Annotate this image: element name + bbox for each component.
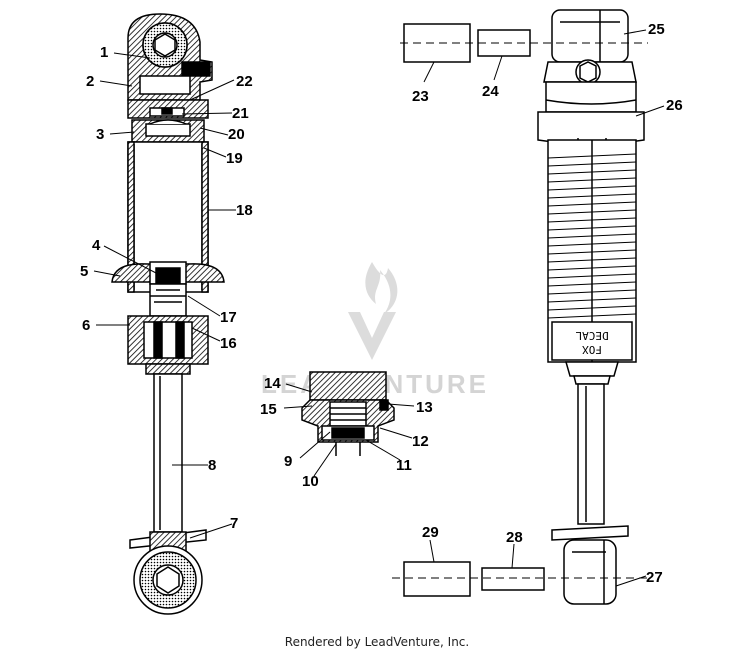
callout-24: 24 bbox=[482, 83, 499, 100]
callout-7: 7 bbox=[230, 515, 238, 532]
callout-18: 18 bbox=[236, 202, 253, 219]
loose-parts bbox=[403, 23, 545, 597]
callout-28: 28 bbox=[506, 529, 523, 546]
spacer-part-28 bbox=[481, 567, 545, 591]
callout-27: 27 bbox=[646, 569, 663, 586]
callout-10: 10 bbox=[302, 473, 319, 490]
render-credit: Rendered by LeadVenture, Inc. bbox=[285, 635, 469, 649]
callout-9: 9 bbox=[284, 453, 292, 470]
callout-1: 1 bbox=[100, 44, 108, 61]
callout-19: 19 bbox=[226, 150, 243, 167]
bushing-part-29 bbox=[403, 561, 471, 597]
fox-decal: FOX DECAL bbox=[575, 329, 608, 356]
seal-head-detail bbox=[301, 371, 395, 456]
decal-text-line1: FOX bbox=[582, 343, 602, 356]
callout-labels: 1 2 3 4 5 6 7 8 9 10 11 12 13 14 15 16 1… bbox=[80, 21, 683, 586]
decal-text-line2: DECAL bbox=[575, 329, 608, 342]
callout-12: 12 bbox=[412, 433, 429, 450]
callout-26: 26 bbox=[666, 97, 683, 114]
sectioned-shock bbox=[111, 13, 225, 615]
callout-6: 6 bbox=[82, 317, 90, 334]
callout-4: 4 bbox=[92, 237, 101, 254]
exterior-shock: FOX DECAL bbox=[537, 9, 645, 605]
callout-29: 29 bbox=[422, 524, 439, 541]
callout-23: 23 bbox=[412, 88, 429, 105]
callout-17: 17 bbox=[220, 309, 237, 326]
center-lines bbox=[392, 42, 650, 579]
callout-13: 13 bbox=[416, 399, 433, 416]
callout-16: 16 bbox=[220, 335, 237, 352]
callout-2: 2 bbox=[86, 73, 94, 90]
flame-logo-icon bbox=[348, 262, 398, 360]
callout-11: 11 bbox=[396, 457, 412, 474]
callout-21: 21 bbox=[232, 105, 249, 122]
callout-8: 8 bbox=[208, 457, 216, 474]
callout-22: 22 bbox=[236, 73, 253, 90]
callout-20: 20 bbox=[228, 126, 245, 143]
leader-lines bbox=[93, 29, 665, 587]
callout-25: 25 bbox=[648, 21, 665, 38]
callout-5: 5 bbox=[80, 263, 88, 280]
callout-3: 3 bbox=[96, 126, 104, 143]
callout-15: 15 bbox=[260, 401, 277, 418]
callout-14: 14 bbox=[264, 375, 281, 392]
